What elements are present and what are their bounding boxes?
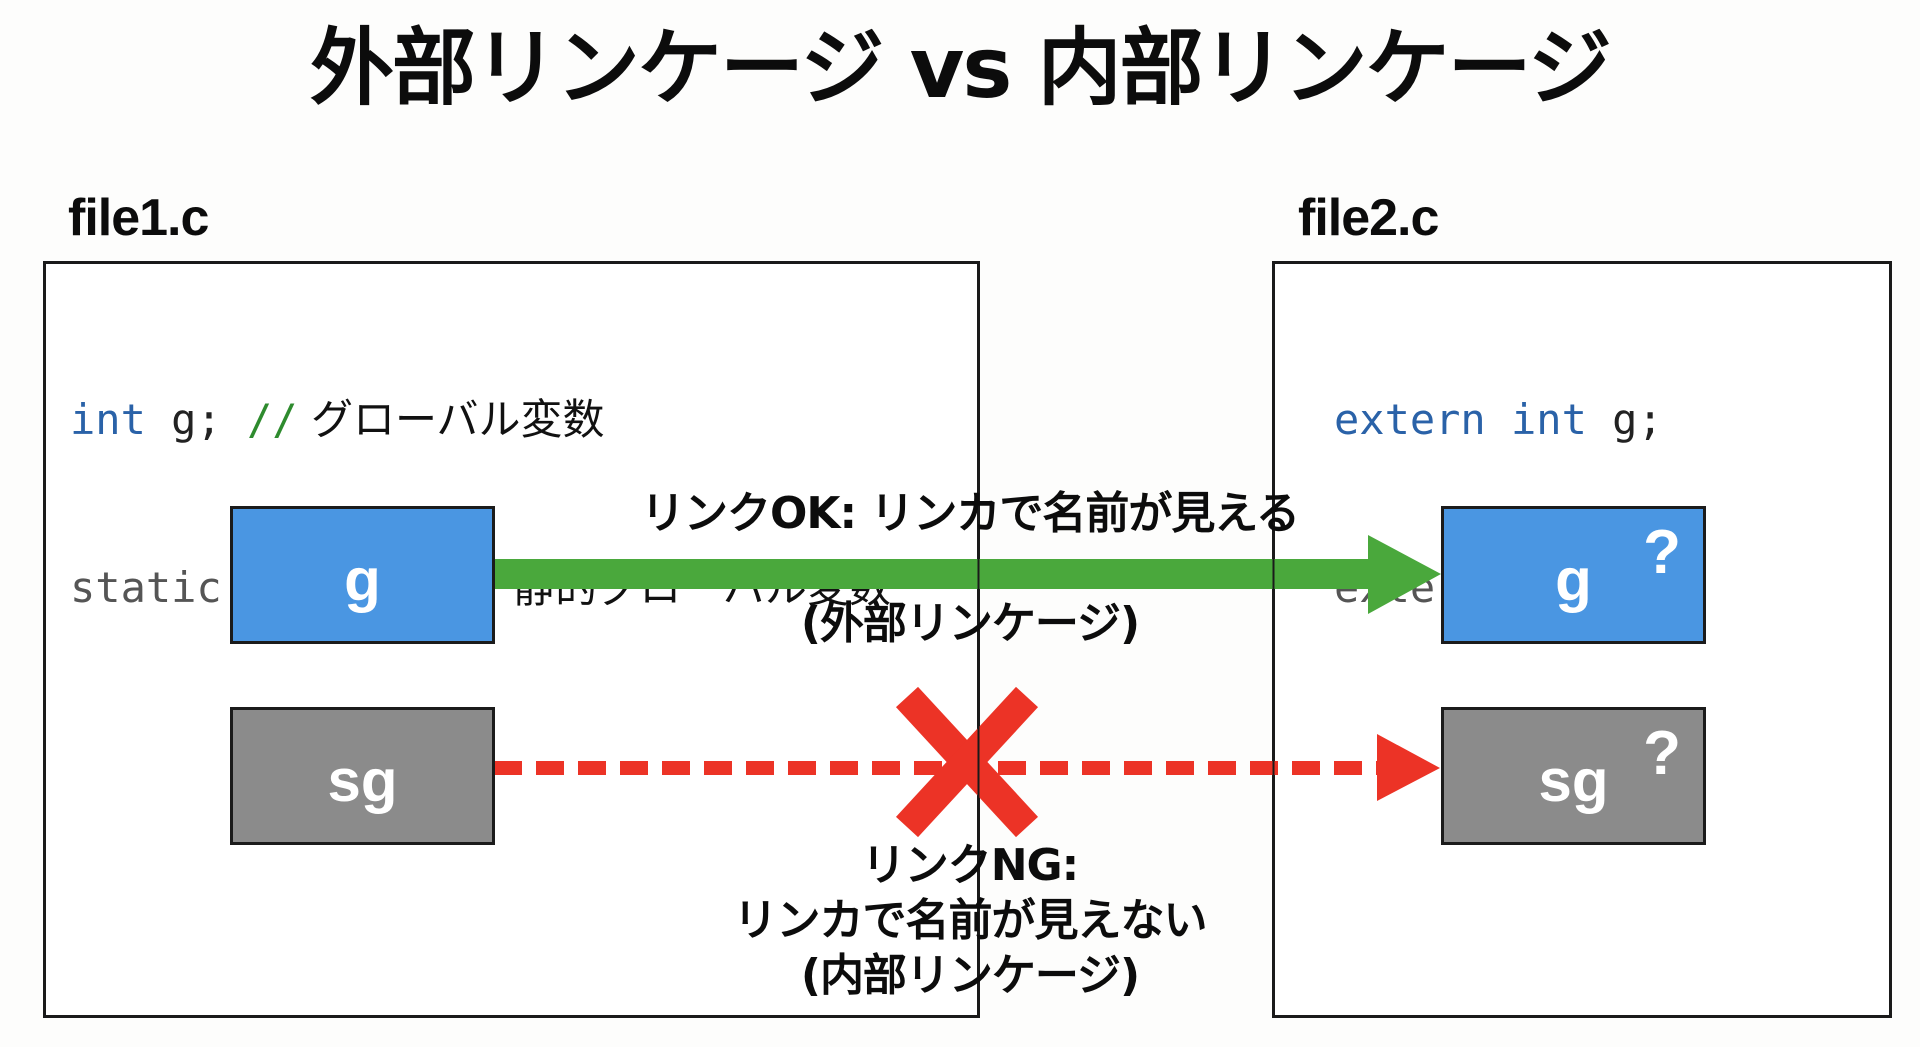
var-label: g <box>344 545 381 613</box>
ng-arrow-dash <box>704 761 732 775</box>
code-token-muted: static <box>70 563 222 612</box>
ng-label-line: リンカで名前が見えない <box>733 895 1208 946</box>
ng-label-line: リンクNG: <box>861 840 1080 891</box>
code-token-keyword: int <box>1511 395 1587 444</box>
code-token-plain: g; <box>145 395 248 444</box>
ng-arrow-head <box>1377 734 1440 801</box>
ng-label: リンクNG: リンカで名前が見えない (内部リンケージ) <box>560 838 1380 1003</box>
code-token-comment-slash: // <box>247 395 298 444</box>
ng-arrow-dash <box>1334 761 1362 775</box>
file2-var-g: g ? <box>1441 506 1706 644</box>
ng-arrow-dash <box>998 761 1026 775</box>
diagram-title: 外部リンケージ vs 内部リンケージ <box>310 19 1612 117</box>
file2-code-line: extern int g; <box>1334 392 1688 448</box>
code-token-keyword: int <box>70 395 146 444</box>
ng-arrow-dash <box>914 761 942 775</box>
x-stroke-2 <box>895 686 1039 838</box>
file1-label: file1.c <box>68 189 209 247</box>
blocked-x-icon <box>895 686 1039 838</box>
file1-var-sg: sg <box>230 707 495 845</box>
ok-arrow <box>494 535 1441 614</box>
file2-var-sg: sg ? <box>1441 707 1706 845</box>
ng-arrow-dash <box>1376 761 1377 775</box>
ng-arrow-dash <box>788 761 816 775</box>
ng-arrow-dash <box>1082 761 1110 775</box>
ng-arrow-dash <box>494 761 522 775</box>
ng-arrow-dash <box>1250 761 1278 775</box>
ok-arrow-head <box>1368 535 1441 614</box>
ng-arrow-dash <box>872 761 900 775</box>
var-label: sg <box>327 746 398 814</box>
var-label: g <box>1555 545 1592 613</box>
ng-arrow-dash <box>578 761 606 775</box>
file1-box <box>43 261 980 1018</box>
ng-arrow-dash <box>1208 761 1236 775</box>
file2-label: file2.c <box>1298 189 1439 247</box>
ng-arrow-dash <box>830 761 858 775</box>
ng-label-line: (内部リンケージ) <box>800 950 1140 1001</box>
ng-arrow-dash <box>662 761 690 775</box>
file1-code-line: int g; // グローバル変数 <box>70 392 891 448</box>
question-mark-icon: ? <box>1643 719 1681 788</box>
ng-arrow-dash <box>1124 761 1152 775</box>
ng-arrow-dash <box>1040 761 1068 775</box>
file1-var-g: g <box>230 506 495 644</box>
code-token-keyword: extern <box>1334 395 1486 444</box>
code-token-plain: g; <box>1586 395 1663 444</box>
ng-arrow-dash <box>620 761 648 775</box>
ok-arrow-shaft <box>494 559 1370 589</box>
ng-arrow-dash <box>1292 761 1320 775</box>
ok-sublabel: (外部リンケージ) <box>800 598 1140 649</box>
code-token-comment-text: グローバル変数 <box>297 395 605 444</box>
ng-arrow-dash <box>746 761 774 775</box>
var-label: sg <box>1538 746 1609 814</box>
ng-arrow-dash <box>1166 761 1194 775</box>
ng-arrow-dash <box>536 761 564 775</box>
question-mark-icon: ? <box>1643 518 1681 587</box>
ok-label: リンクOK: リンカで名前が見える <box>640 488 1300 539</box>
